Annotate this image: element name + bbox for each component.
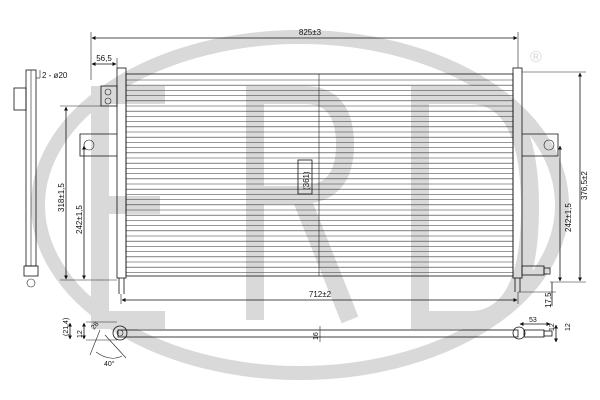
condenser-core	[125, 73, 514, 277]
core-label: (361)	[302, 171, 311, 190]
bottom-stub-label: 17,5	[544, 292, 553, 308]
section-thickness-label: 16	[313, 332, 320, 340]
section-angle-label: 40°	[104, 360, 115, 368]
section-b-label: 12	[77, 330, 84, 338]
dimension-inner-width: 712±2	[120, 290, 519, 304]
section-a-label: (21,4)	[63, 318, 70, 336]
left-offset-label: 56,5	[96, 54, 112, 63]
section-c-label: 28	[90, 321, 100, 332]
right-tank	[512, 67, 559, 292]
pin-callout: 2 - ø20	[42, 71, 68, 80]
dimension-left-height-outer: 318±1,5	[57, 105, 117, 281]
section-view: (21,4) 12 28 40° 16 53 12 12	[63, 317, 572, 368]
left-height-outer-label: 318±1,5	[57, 183, 66, 212]
inner-width-label: 712±2	[309, 290, 332, 299]
section-right-width-label: 53	[529, 317, 537, 324]
overall-width-label: 825±3	[299, 28, 322, 37]
section-right-b-label: 12	[565, 323, 572, 331]
dimension-left-height-inner: 242±1,5	[75, 145, 86, 280]
core-label-box: (361)	[297, 159, 313, 195]
registered-mark: ®	[530, 49, 542, 66]
right-height-outer-label: 376,5±2	[580, 171, 589, 200]
left-tank	[79, 67, 127, 294]
dimension-bottom-stub: 17,5	[518, 282, 556, 308]
dimension-left-offset: 56,5	[91, 54, 118, 68]
left-height-inner-label: 242±1,5	[75, 205, 84, 234]
core-tubes	[126, 79, 513, 273]
right-height-inner-label: 242±1,5	[564, 203, 573, 232]
dimension-right-height-inner: 242±1,5	[558, 145, 573, 282]
dimension-overall-width: 825±3	[90, 28, 519, 80]
left-side-view: 2 - ø20	[13, 69, 68, 288]
section-right-a-label: 12	[549, 323, 556, 331]
dimension-right-height-outer: 376,5±2	[522, 71, 589, 283]
